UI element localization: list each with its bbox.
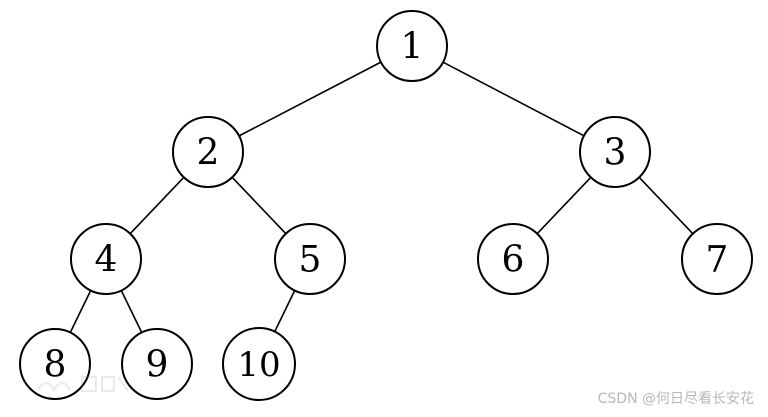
node-label-4: 4 — [95, 240, 118, 281]
node-circle-1 — [376, 10, 448, 82]
node-circle-3 — [579, 116, 651, 188]
edges-layer — [69, 61, 694, 333]
edge-2-5 — [231, 176, 287, 235]
node-circle-4 — [70, 223, 142, 295]
tree-node-3: 3 — [579, 116, 651, 188]
nodes-layer: 1 2 3 4 5 6 7 8 9 10 — [19, 10, 753, 401]
node-label-3: 3 — [604, 133, 627, 174]
node-label-5: 5 — [299, 240, 322, 281]
tree-node-2: 2 — [172, 116, 244, 188]
edge-3-6 — [536, 176, 592, 235]
faint-logo-mark — [37, 376, 129, 393]
edge-4-8 — [69, 290, 92, 333]
node-label-2: 2 — [197, 133, 220, 174]
node-circle-2 — [172, 116, 244, 188]
tree-node-4: 4 — [70, 223, 142, 295]
node-circle-9 — [121, 328, 193, 400]
node-label-10: 10 — [237, 345, 280, 385]
tree-node-10: 10 — [222, 327, 296, 401]
node-label-7: 7 — [706, 240, 729, 281]
node-circle-5 — [274, 223, 346, 295]
edge-1-2 — [238, 61, 382, 137]
tree-node-9: 9 — [121, 328, 193, 400]
node-label-1: 1 — [401, 27, 424, 68]
edge-2-4 — [129, 176, 185, 235]
tree-node-7: 7 — [681, 223, 753, 295]
node-label-6: 6 — [502, 240, 525, 281]
node-label-9: 9 — [146, 345, 169, 386]
tree-node-1: 1 — [376, 10, 448, 82]
tree-node-8: 8 — [19, 328, 91, 400]
node-circle-7 — [681, 223, 753, 295]
node-circle-6 — [477, 223, 549, 295]
node-circle-8 — [19, 328, 91, 400]
edge-3-7 — [638, 176, 694, 235]
node-label-8: 8 — [44, 345, 67, 386]
edge-4-9 — [120, 290, 143, 333]
node-circle-10 — [222, 327, 296, 401]
edge-1-3 — [442, 61, 585, 137]
csdn-watermark: CSDN @何日尽看长安花 — [597, 391, 754, 407]
tree-node-6: 6 — [477, 223, 549, 295]
tree-node-5: 5 — [274, 223, 346, 295]
edge-5-10 — [274, 290, 296, 332]
